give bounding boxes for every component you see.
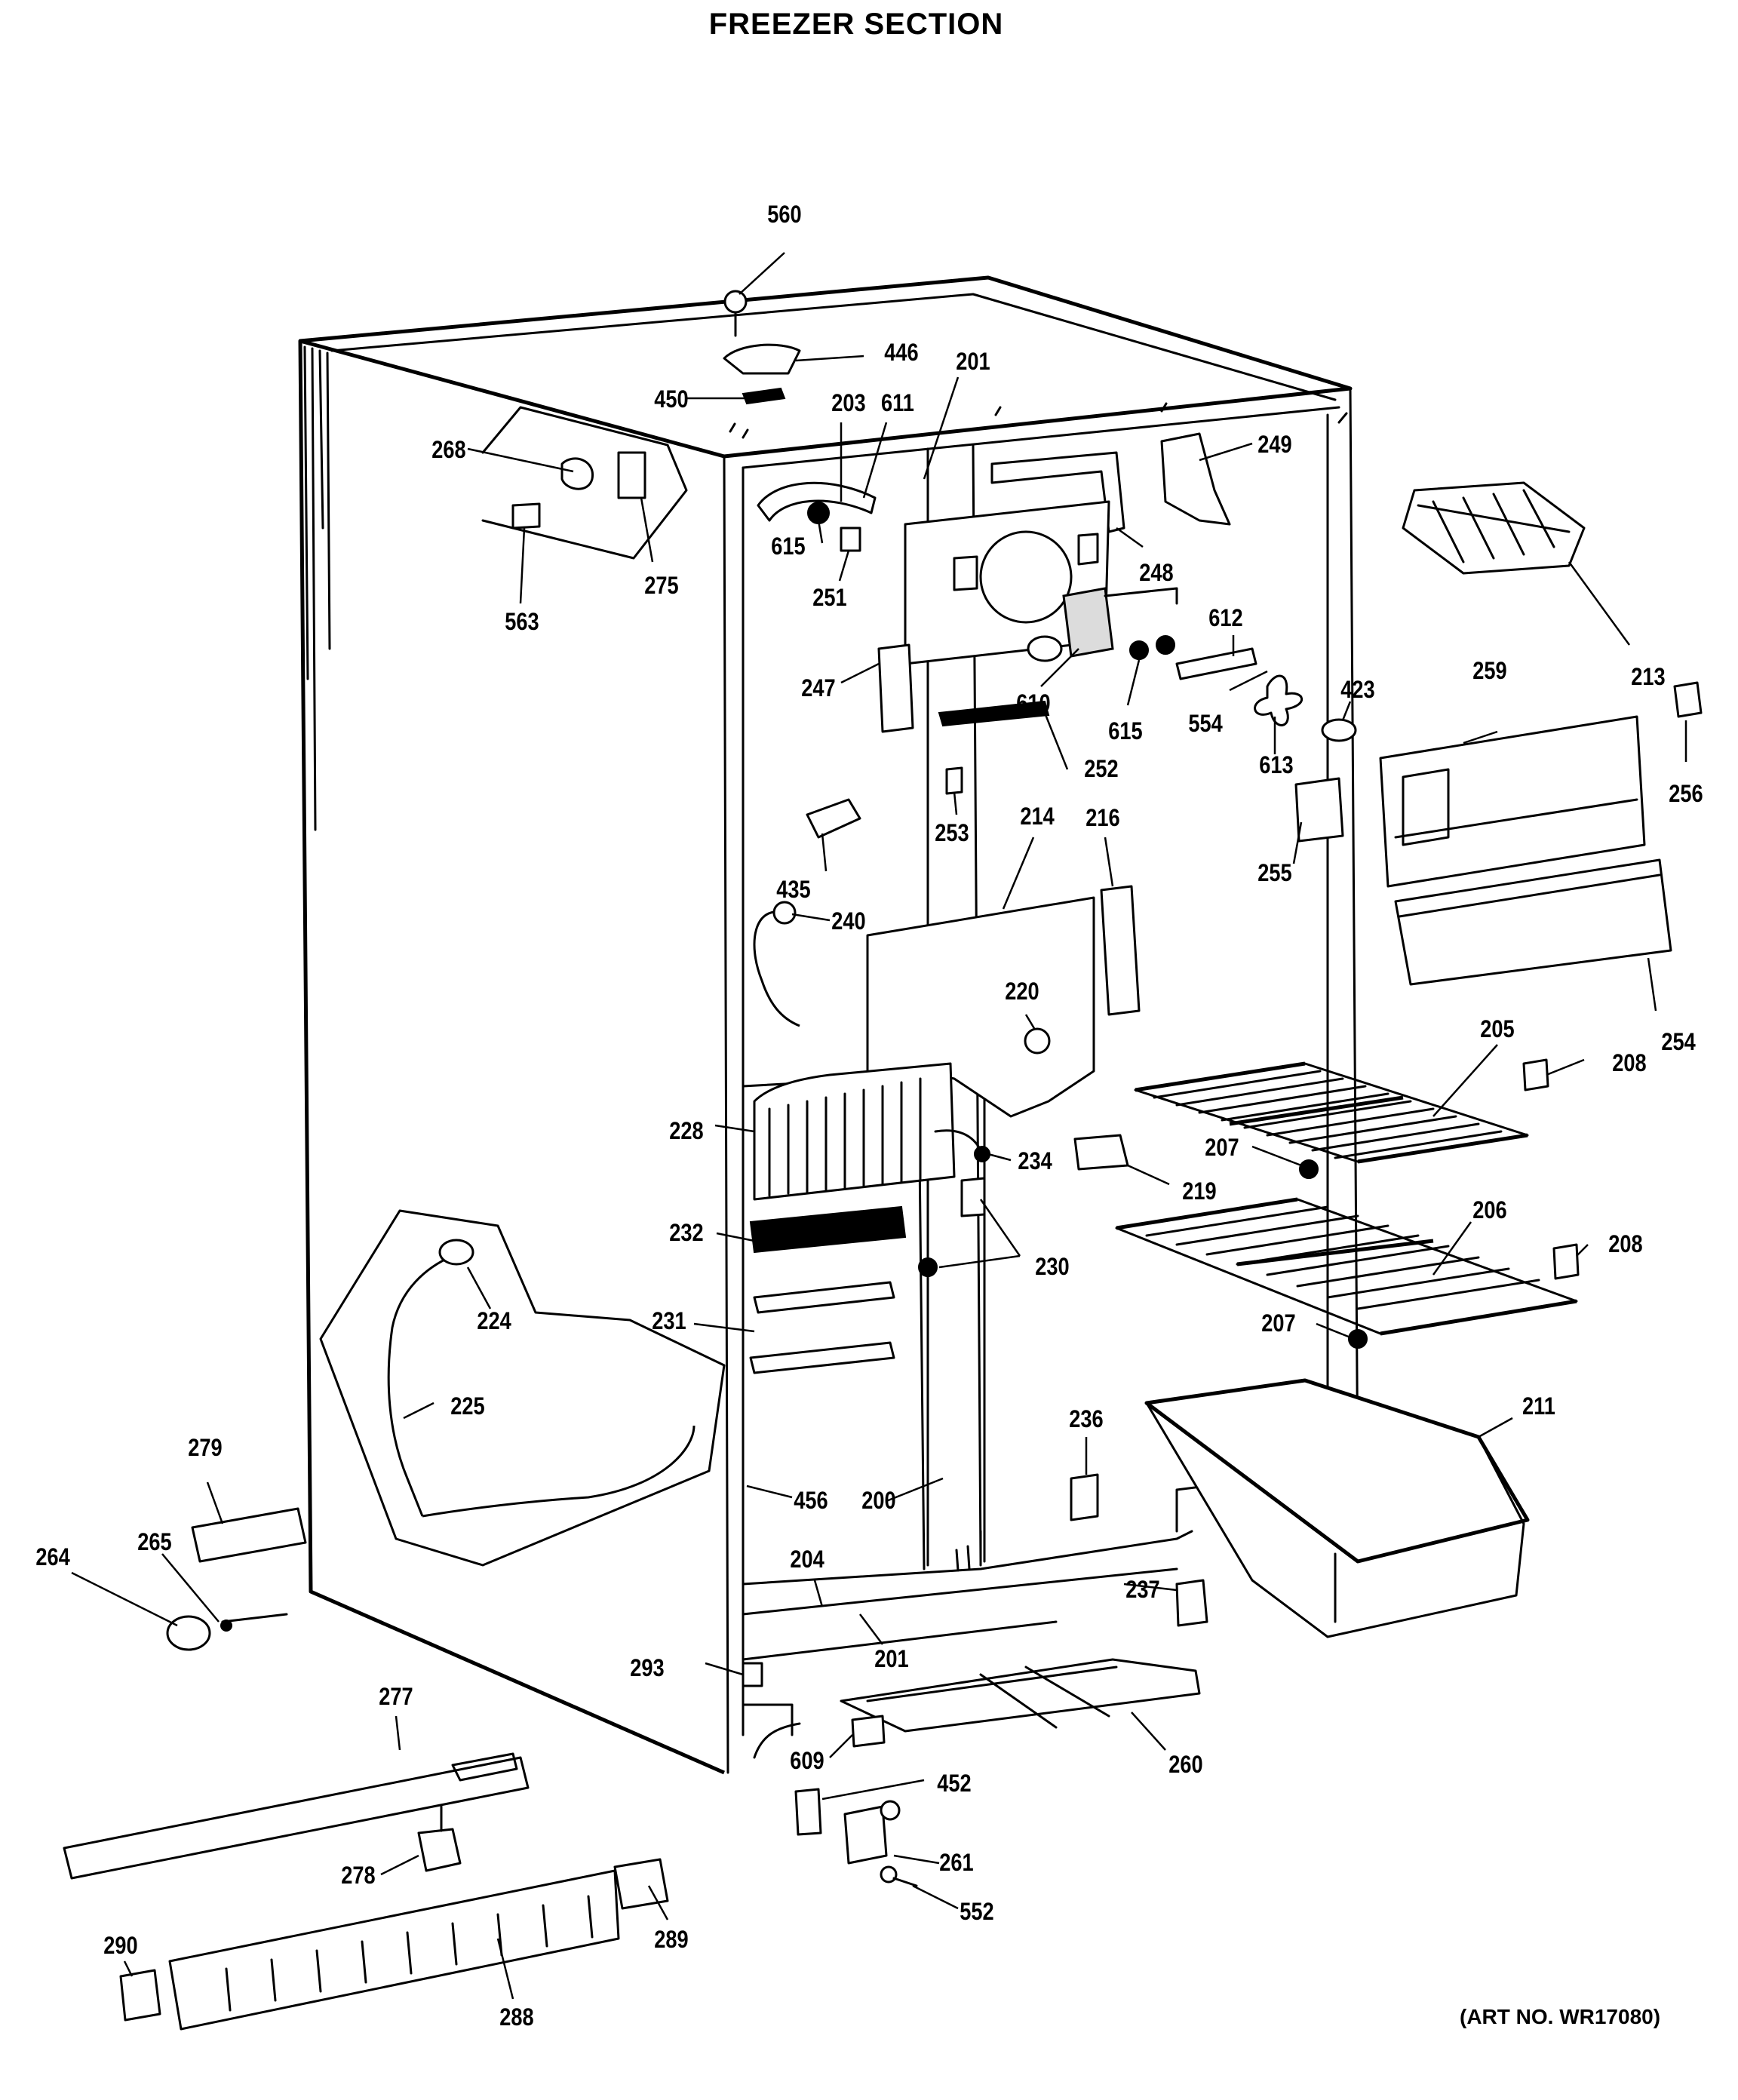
- callout-207-lower: 207: [1261, 1310, 1295, 1337]
- callout-234: 234: [1018, 1148, 1052, 1175]
- callout-615-upper: 615: [771, 533, 805, 560]
- callout-278: 278: [341, 1862, 375, 1890]
- callout-255: 255: [1257, 860, 1291, 887]
- callout-456: 456: [794, 1488, 828, 1515]
- callout-201-lower: 201: [874, 1646, 908, 1673]
- part-shapes: [63, 290, 1703, 2031]
- callout-612: 612: [1208, 605, 1242, 632]
- callout-611: 611: [881, 390, 914, 417]
- callout-207-upper: 207: [1205, 1134, 1239, 1162]
- callout-208-lower: 208: [1608, 1231, 1642, 1258]
- callout-268: 268: [431, 437, 465, 464]
- callout-224: 224: [477, 1308, 511, 1335]
- callout-208-upper: 208: [1612, 1050, 1646, 1077]
- callout-277: 277: [379, 1684, 413, 1711]
- callout-452: 452: [937, 1770, 971, 1798]
- callout-labels: 560 446 450 201 203 611 268 275 563 249 …: [35, 201, 1703, 2031]
- callout-248: 248: [1139, 560, 1173, 587]
- callout-264: 264: [35, 1544, 70, 1571]
- callout-554: 554: [1188, 711, 1223, 738]
- callout-423: 423: [1340, 677, 1374, 704]
- callout-225: 225: [450, 1393, 484, 1420]
- callout-293: 293: [630, 1655, 664, 1682]
- callout-200: 200: [861, 1488, 895, 1515]
- callout-214: 214: [1020, 803, 1055, 830]
- callout-228: 228: [669, 1118, 703, 1145]
- callout-288: 288: [499, 2004, 533, 2031]
- callout-275: 275: [644, 573, 678, 600]
- callout-260: 260: [1168, 1752, 1202, 1779]
- callout-615-lower: 615: [1108, 718, 1142, 745]
- callout-613: 613: [1259, 752, 1293, 779]
- leader-lines: [71, 252, 1687, 2000]
- callout-261: 261: [939, 1850, 973, 1877]
- diagram-title: FREEZER SECTION: [708, 8, 1004, 41]
- callout-279: 279: [188, 1435, 222, 1462]
- callout-435: 435: [776, 877, 810, 904]
- callout-204: 204: [790, 1546, 824, 1573]
- callout-446: 446: [884, 339, 918, 367]
- callout-213: 213: [1631, 664, 1665, 691]
- callout-290: 290: [103, 1933, 137, 1960]
- callout-252: 252: [1084, 756, 1118, 783]
- callout-552: 552: [960, 1899, 993, 1926]
- callout-206: 206: [1472, 1197, 1506, 1224]
- callout-259: 259: [1472, 658, 1506, 685]
- callout-211: 211: [1522, 1393, 1555, 1420]
- callout-253: 253: [935, 820, 969, 847]
- callout-237: 237: [1125, 1577, 1159, 1604]
- callout-231: 231: [652, 1308, 686, 1335]
- callout-216: 216: [1085, 805, 1119, 832]
- callout-560: 560: [767, 201, 801, 229]
- callout-609: 609: [790, 1748, 824, 1775]
- callout-563: 563: [505, 609, 539, 636]
- callout-219: 219: [1182, 1178, 1216, 1205]
- callout-256: 256: [1669, 781, 1703, 808]
- callout-236: 236: [1069, 1406, 1103, 1433]
- part-560-screw: [723, 290, 748, 337]
- callout-289: 289: [654, 1927, 688, 1954]
- callout-265: 265: [137, 1529, 171, 1556]
- callout-240: 240: [831, 908, 865, 935]
- callout-230: 230: [1035, 1254, 1069, 1281]
- callout-254: 254: [1661, 1029, 1696, 1056]
- callout-450: 450: [654, 386, 688, 413]
- callout-205: 205: [1480, 1016, 1514, 1043]
- callout-220: 220: [1005, 978, 1039, 1005]
- callout-203: 203: [831, 390, 865, 417]
- callout-232: 232: [669, 1220, 703, 1247]
- art-number: (ART NO. WR17080): [1460, 2005, 1661, 2028]
- callout-249: 249: [1257, 431, 1291, 459]
- callout-201: 201: [956, 348, 990, 376]
- callout-610: 610: [1016, 690, 1050, 717]
- callout-251: 251: [812, 585, 846, 612]
- callout-247: 247: [801, 675, 835, 702]
